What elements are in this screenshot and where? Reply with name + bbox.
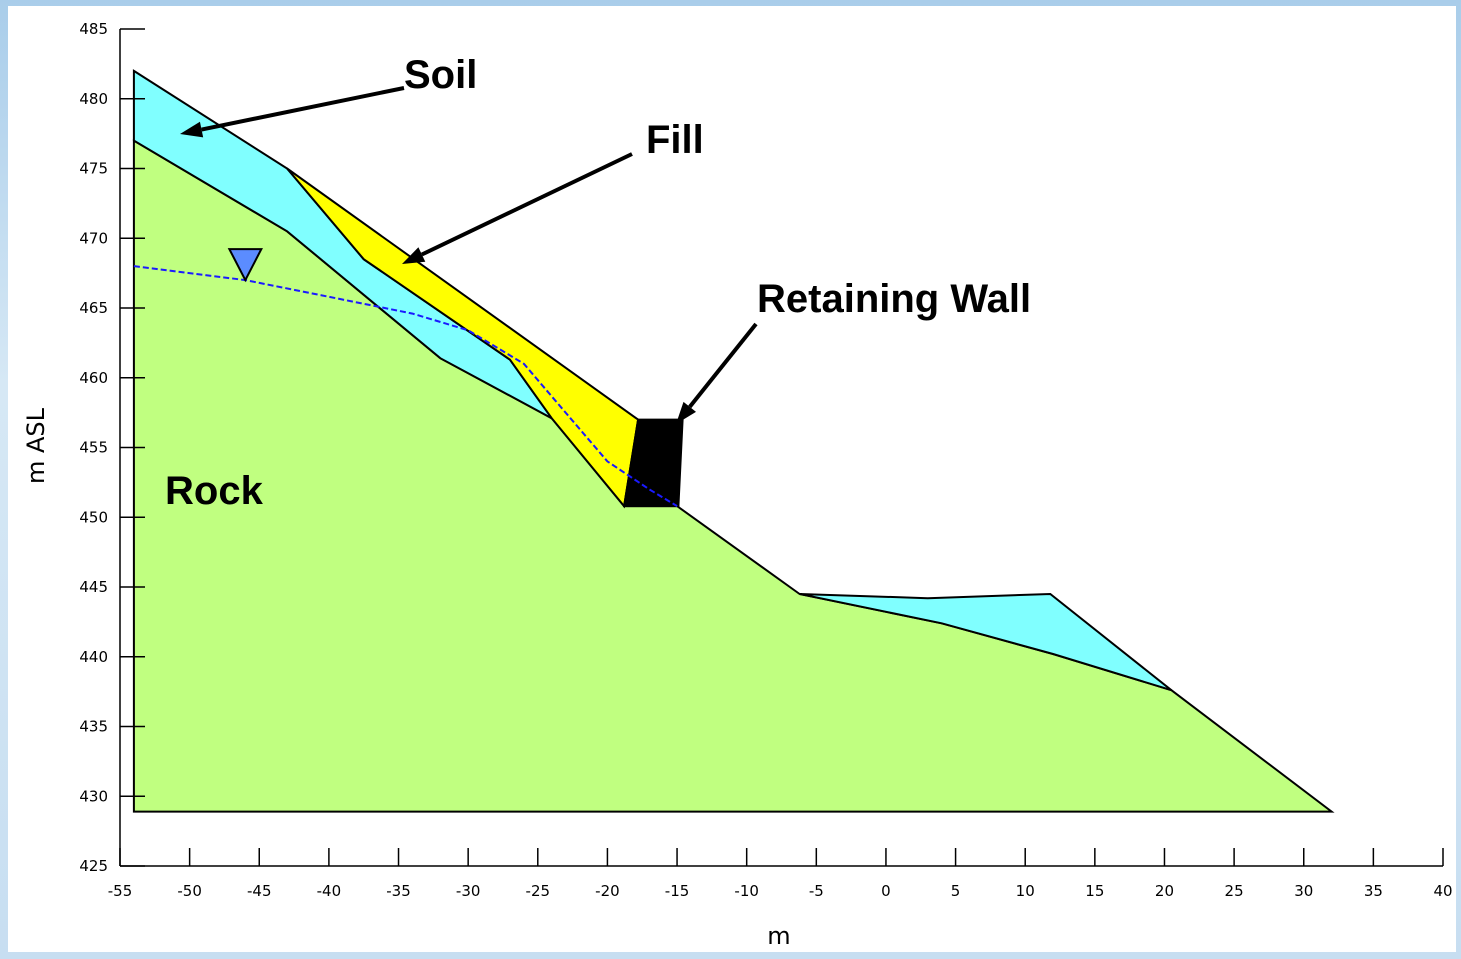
y-tick-label: 475: [79, 160, 108, 178]
water-table: [133, 248, 678, 507]
x-tick-label: 10: [1016, 882, 1035, 900]
y-tick-label: 440: [79, 648, 108, 666]
y-tick-label: 470: [79, 229, 108, 247]
material-layers: [132, 69, 1335, 813]
x-tick-label: -50: [177, 882, 202, 900]
x-tick-label: -55: [108, 882, 133, 900]
soil-arrow: [180, 86, 405, 138]
soil-layer-lower: [799, 592, 1173, 692]
y-tick-label: 430: [79, 787, 108, 805]
x-tick-label: -25: [526, 882, 551, 900]
x-tick-label: 40: [1433, 882, 1452, 900]
y-tick-label: 455: [79, 439, 108, 457]
x-tick-label: 5: [951, 882, 961, 900]
retaining-wall-label: Retaining Wall: [757, 277, 1031, 321]
x-axis-title: m: [767, 922, 790, 950]
x-tick-label: -5: [809, 882, 824, 900]
y-tick-label: 445: [79, 578, 108, 596]
y-axis-title: m ASL: [22, 407, 50, 484]
x-tick-label: -15: [665, 882, 690, 900]
x-tick-label: -45: [247, 882, 272, 900]
x-tick-label: 20: [1155, 882, 1174, 900]
x-tick-label: -20: [595, 882, 620, 900]
soil-label: Soil: [404, 53, 477, 97]
x-tick-label: -35: [386, 882, 411, 900]
callouts: Soil Fill Retaining Wall Rock: [165, 53, 1031, 513]
y-tick-label: 480: [79, 90, 108, 108]
x-tick-label: -10: [734, 882, 759, 900]
water-table-line: [133, 265, 678, 507]
x-tick-label: -40: [317, 882, 342, 900]
y-tick-label: 465: [79, 299, 108, 317]
x-tick-label: -30: [456, 882, 481, 900]
x-tick-label: 0: [881, 882, 891, 900]
y-tick-label: 435: [79, 718, 108, 736]
x-tick-label: 35: [1364, 882, 1383, 900]
x-tick-label: 15: [1085, 882, 1104, 900]
retaining-wall-arrow: [676, 322, 758, 424]
y-tick-label: 485: [79, 20, 108, 38]
x-tick-label: 25: [1225, 882, 1244, 900]
y-tick-label: 460: [79, 369, 108, 387]
retaining-wall: [622, 418, 684, 508]
rock-label: Rock: [165, 469, 264, 513]
fill-arrow: [402, 152, 633, 264]
y-tick-label: 450: [79, 508, 108, 526]
x-tick-label: 30: [1294, 882, 1313, 900]
water-table-marker-icon: [227, 248, 263, 283]
y-tick-label: 425: [79, 857, 108, 875]
fill-label: Fill: [646, 118, 704, 162]
